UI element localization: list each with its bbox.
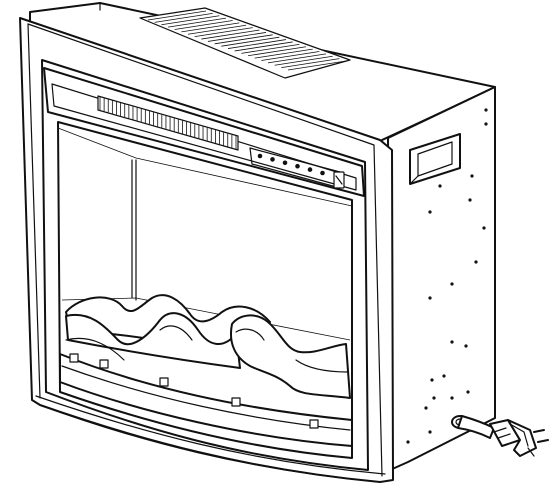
heater-grille [97,95,239,151]
vent-slot [187,24,247,35]
control-button [307,167,313,172]
vent-slot [167,17,227,28]
ember-bed-tab [99,359,109,369]
vent-slot [214,34,273,45]
vent-slot [254,48,313,59]
ember-bed [59,353,353,447]
mounting-hole [484,122,488,126]
vent-slot [227,39,287,49]
mounting-hole [464,344,468,348]
mounting-hole [474,260,478,264]
vent-slot [181,22,240,33]
vent-slot [174,20,233,30]
power-cord [451,415,495,439]
mounting-hole [450,340,454,344]
control-button [282,160,288,166]
mounting-hole [406,440,410,444]
side-handle [409,133,461,185]
mounting-hole [468,198,472,202]
vent-slot [161,15,220,26]
vent-outline [139,7,351,79]
vent-slot [267,53,327,64]
ember-bed-tab [69,353,79,363]
vent-slot [221,36,280,47]
top-vent [139,7,351,79]
vent-slot [147,10,207,21]
ember-bed-tab [231,397,241,407]
ember-bed-tab [159,377,169,387]
recessed-handle-icon [409,133,461,185]
mounting-hole [428,296,432,300]
vent-slot [201,29,260,40]
mounting-hole [470,174,474,178]
mounting-hole [428,210,432,214]
mounting-hole [438,184,442,188]
mounting-hole [432,396,436,400]
control-panel [249,147,345,189]
mounting-hole [482,226,486,230]
mounting-hole [442,374,446,378]
control-button [320,170,325,176]
control-button [270,157,275,162]
control-button [257,153,263,159]
vent-slot [274,55,333,66]
log-set [65,294,351,399]
vent-slot [247,46,307,57]
control-button [295,163,300,169]
vent-slot [207,32,267,42]
plug [489,419,549,457]
mounting-hole [484,108,488,112]
vent-slot [241,43,300,54]
ember-bed-tab [309,419,319,429]
mounting-hole [450,396,454,400]
vent-slot [154,12,213,23]
mounting-hole [450,282,454,286]
mounting-hole [430,378,434,382]
mounting-holes [406,108,488,444]
vent-slot [287,60,347,71]
vent-slot [281,58,340,69]
vent-slot [194,27,253,38]
mounting-hole [466,390,470,394]
mounting-hole [428,430,432,434]
vent-slot [261,51,320,61]
vent-slot [234,41,293,52]
mounting-hole [424,406,428,410]
three-prong-plug-icon [489,419,549,457]
